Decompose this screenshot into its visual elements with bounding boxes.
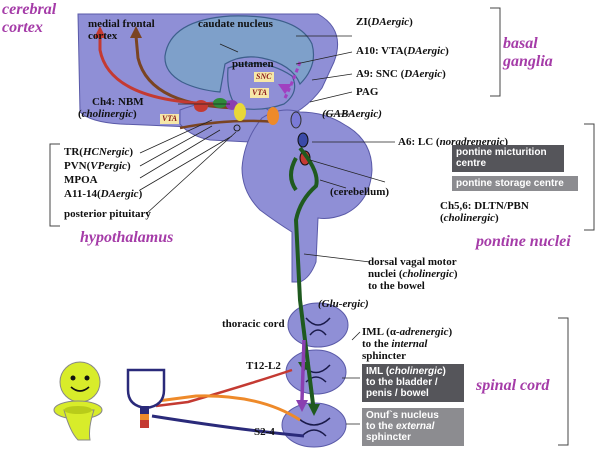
region-spinal: spinal cord: [476, 377, 550, 394]
caudate-nucleus-shape: [164, 15, 315, 93]
label-snc: A9: SNC (DAergic): [356, 68, 446, 80]
label-a11: A11-14(DAergic): [64, 188, 143, 200]
nucleus-yellow: [234, 103, 246, 121]
navy-peripheral-path: [151, 414, 305, 438]
label-nbm-type: (cholinergic): [78, 108, 137, 120]
label-medial-frontal: medial frontal: [88, 18, 155, 30]
box-onuf-line3: sphincter: [366, 432, 412, 443]
hypothalamus-leaders: [139, 119, 237, 215]
vta-orange-nucleus: [267, 107, 279, 125]
snc-purple-dashed: [282, 61, 302, 101]
box-iml2-line2: to the bladder /: [366, 377, 438, 388]
label-iml1-line2: to the internal: [362, 338, 428, 350]
label-iml1-line3: sphincter: [362, 350, 406, 362]
label-gluergic: (Glu-ergic): [318, 298, 369, 310]
thoracic-gray-matter: [305, 317, 331, 336]
box-micturition-line1: pontine micturition: [456, 147, 547, 158]
box-pontine-storage: pontine storage centre: [452, 176, 578, 191]
box-micturition-line2: centre: [456, 158, 487, 169]
box-iml-cholinergic: IML (cholinergic) to the bladder / penis…: [362, 364, 464, 402]
lc-nucleus: [297, 132, 309, 148]
brown-arrowhead: [130, 26, 142, 38]
label-iml1-line1: IML (α-adrenergic): [362, 326, 453, 338]
box-onuf-line1: Onuf`s nucleus: [366, 410, 439, 421]
green-arrowhead-s24: [308, 404, 320, 416]
region-cortex: cortex: [2, 19, 43, 36]
box-pontine-micturition: pontine micturition centre: [452, 145, 564, 172]
tag-snc: SNC: [254, 72, 274, 82]
label-pag: PAG: [356, 86, 379, 98]
purple-descending-path: [300, 339, 306, 401]
s2-4-gray-matter: [297, 417, 331, 437]
smiley-face-icon: [59, 361, 101, 403]
box-onuf-nucleus: Onuf`s nucleus to the external sphincter: [362, 408, 464, 446]
label-dvm-1: dorsal vagal motor: [368, 256, 457, 268]
label-putamen: putamen: [232, 58, 274, 70]
label-medial-frontal-cortex: cortex: [88, 30, 118, 42]
label-nbm: Ch4: NBM: [92, 96, 144, 108]
label-posterior-pituitary: posterior pituitary: [64, 208, 151, 220]
bladder-icon: [126, 368, 166, 428]
box-storage-line1: pontine storage centre: [456, 178, 564, 189]
label-s2-4: S2-4: [254, 426, 275, 438]
nbm-nucleus: [194, 100, 208, 112]
red-path-medial-frontal: [98, 36, 219, 106]
red-arrowhead: [94, 26, 106, 38]
label-vta: A10: VTA(DAergic): [356, 45, 449, 57]
label-dvm-2: nuclei (cholinergic): [368, 268, 458, 280]
box-onuf-line2: to the external: [366, 421, 435, 432]
green-loop: [289, 157, 298, 192]
nucleus-small: [233, 124, 241, 132]
nucleus-green: [213, 98, 227, 108]
snc-purple-arrowhead: [278, 84, 292, 94]
region-hypothalamus: hypothalamus: [80, 229, 174, 246]
region-ganglia: ganglia: [503, 53, 553, 70]
box-iml2-line1: IML (cholinergic): [366, 366, 446, 377]
region-pontine: pontine nuclei: [476, 233, 571, 250]
vta-brown-path: [179, 119, 277, 130]
pontine-bracket: [584, 123, 595, 231]
spinal-bracket: [558, 317, 569, 446]
basal-ganglia-bracket: [490, 7, 501, 97]
label-caudate: caudate nucleus: [198, 18, 273, 30]
tag-vta-lower: VTA: [160, 114, 180, 124]
leader-lines: [178, 35, 395, 425]
region-basal: basal: [503, 35, 538, 52]
label-gabaergic: (GABAergic): [322, 108, 382, 120]
purple-arrowhead: [296, 400, 308, 412]
hypothalamus-bracket: [49, 143, 60, 227]
label-dvm-3: to the bowel: [368, 280, 425, 292]
toilet-icon: [53, 400, 103, 441]
label-t12-l2: T12-L2: [246, 360, 281, 372]
pag-nucleus: [290, 111, 302, 129]
green-descending-path: [293, 146, 319, 413]
label-ch56: Ch5,6: DLTN/PBN: [440, 200, 529, 212]
label-zi: ZI(DAergic): [356, 16, 413, 28]
orange-peripheral-path: [149, 394, 301, 422]
red-peripheral-path: [155, 368, 293, 408]
label-pvn: PVN(VPergic): [64, 160, 131, 172]
label-mpoa: MPOA: [64, 174, 98, 186]
label-thoracic: thoracic cord: [222, 318, 285, 330]
tag-vta-upper: VTA: [250, 88, 270, 98]
region-cerebral: cerebral: [2, 1, 57, 18]
label-ch56-type: (cholinergic): [440, 212, 499, 224]
label-tr: TR(HCNergic): [64, 146, 134, 158]
label-cerebellum: (cerebellum): [330, 186, 390, 198]
box-iml2-line3: penis / bowel: [366, 388, 429, 399]
